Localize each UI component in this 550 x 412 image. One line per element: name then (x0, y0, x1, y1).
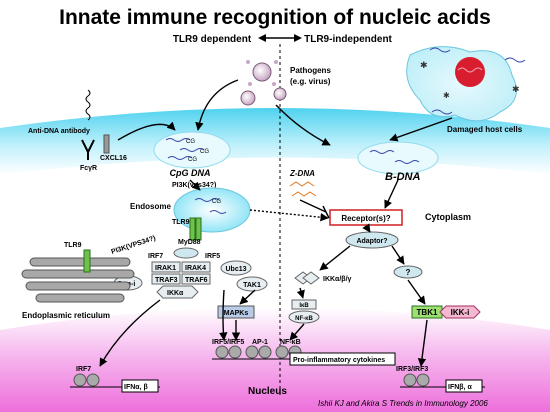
traf6-label: TRAF6 (185, 277, 208, 284)
ikk-ab-label: IKKα/β/γ (323, 276, 352, 283)
cxcl16-receptor-icon (103, 134, 110, 154)
antibody-icon (81, 89, 95, 160)
ikb-label: IκB (299, 303, 309, 309)
tbk1-label: TBK1 (417, 308, 438, 317)
cpg-dna-label: CpG DNA (170, 168, 211, 178)
tak1-shape (236, 276, 268, 292)
proinflam-label: Pro-inflammatory cytokines (293, 357, 385, 364)
fcgr-label: FcγR (80, 165, 97, 172)
b-dna-blob (357, 141, 439, 175)
pathogens-label: Pathogens (290, 66, 331, 75)
mapks-label: MAPKs (224, 310, 249, 317)
tlr9-endosome-label: TLR9 (172, 219, 190, 226)
irak4-label: IRAK4 (185, 265, 206, 272)
ikki-box (439, 305, 481, 319)
citation: Ishii KJ and Akira S Trends in Immunolog… (318, 399, 488, 408)
tlr9-er-label: TLR9 (64, 242, 82, 249)
ifn-ab-label: IFNα, β (124, 384, 148, 391)
irf7-complex-label: IRF7 (148, 253, 163, 260)
cpg-dna-blob (153, 131, 231, 169)
cpg-dna-strands (165, 138, 205, 160)
dotted-arrow (249, 209, 329, 222)
mapks-box (217, 305, 255, 319)
irf5-complex-label: IRF5 (205, 253, 220, 260)
endosome-label: Endosome (130, 202, 171, 211)
b-dna-label: B-DNA (385, 171, 420, 183)
proinflam-promoter (212, 345, 396, 366)
virus-icon (240, 60, 287, 106)
b-dna-strands (369, 150, 420, 164)
adaptor-shape (345, 231, 399, 249)
irak1-label: IRAK1 (155, 265, 176, 272)
ikk-complex-icon (294, 271, 320, 285)
cxcl16-label: CXCL16 (100, 155, 127, 162)
anti-dna-antibody-label: Anti-DNA antibody (28, 128, 90, 135)
tak1-label: TAK1 (243, 282, 261, 289)
cg-mark-3: CG (188, 157, 197, 163)
receptor-label: Receptor(s)? (341, 214, 390, 223)
pathway-arrows (99, 79, 453, 367)
pathogens-example: (e.g. virus) (290, 77, 331, 86)
irf3-label: IRF3/IRF3 (396, 366, 428, 373)
ifn-ba-label: IFNβ, α (448, 384, 472, 391)
irf5-irf5-label: IRF5/IRF5 (212, 339, 244, 346)
z-dna-label: Z-DNA (289, 169, 315, 178)
damaged-cells-label: Damaged host cells (447, 125, 523, 134)
header-right: TLR9-independent (304, 34, 392, 45)
question-label: ? (406, 268, 411, 277)
header-left: TLR9 dependent (173, 34, 252, 45)
svg-text:✱: ✱ (420, 60, 428, 70)
z-dna-strands (289, 181, 317, 197)
page-title: Innate immune recognition of nucleic aci… (59, 6, 491, 29)
svg-text:✱: ✱ (443, 91, 450, 100)
nfkb-nucleus-label: NF-κB (280, 339, 301, 346)
question-shape (393, 265, 423, 279)
endosome-dna (194, 198, 227, 214)
damaged-cell-icon: ✱ ✱ ✱ (406, 46, 526, 122)
traf3-label: TRAF3 (155, 277, 178, 284)
signaling-complex (151, 247, 211, 299)
ikka-label: IKKα (167, 290, 184, 297)
double-arrow-icon (258, 34, 302, 42)
myd88-label: MyD88 (178, 239, 201, 246)
nfkb-cyto-shape (288, 310, 320, 324)
svg-text:✱: ✱ (512, 84, 520, 94)
ubc13-label: Ubc13 (225, 266, 246, 273)
cg-mark-4: CG (212, 199, 221, 205)
irf3-promoter (400, 373, 485, 393)
adaptor-label: Adaptor? (356, 238, 387, 245)
irf7-nucleus-promoter (70, 373, 160, 393)
irf7-nucleus-label: IRF7 (76, 366, 91, 373)
nucleus-label: Nucleus (248, 386, 287, 397)
tlr9-endosome-icon (189, 217, 202, 241)
ikb-box (291, 299, 317, 310)
er-icon (21, 249, 135, 303)
nfkb-cyto-label: NF-κB (295, 316, 313, 322)
inhibition-line (299, 199, 330, 219)
ap1-label: AP-1 (252, 339, 268, 346)
cg-mark-1: CG (186, 139, 195, 145)
cg-mark-2: CG (200, 149, 209, 155)
ubc13-shape (220, 260, 252, 276)
cytoplasm-label: Cytoplasm (425, 212, 471, 222)
ikki-label: IKK-i (451, 308, 470, 317)
er-label: Endoplasmic reticulum (22, 311, 110, 320)
